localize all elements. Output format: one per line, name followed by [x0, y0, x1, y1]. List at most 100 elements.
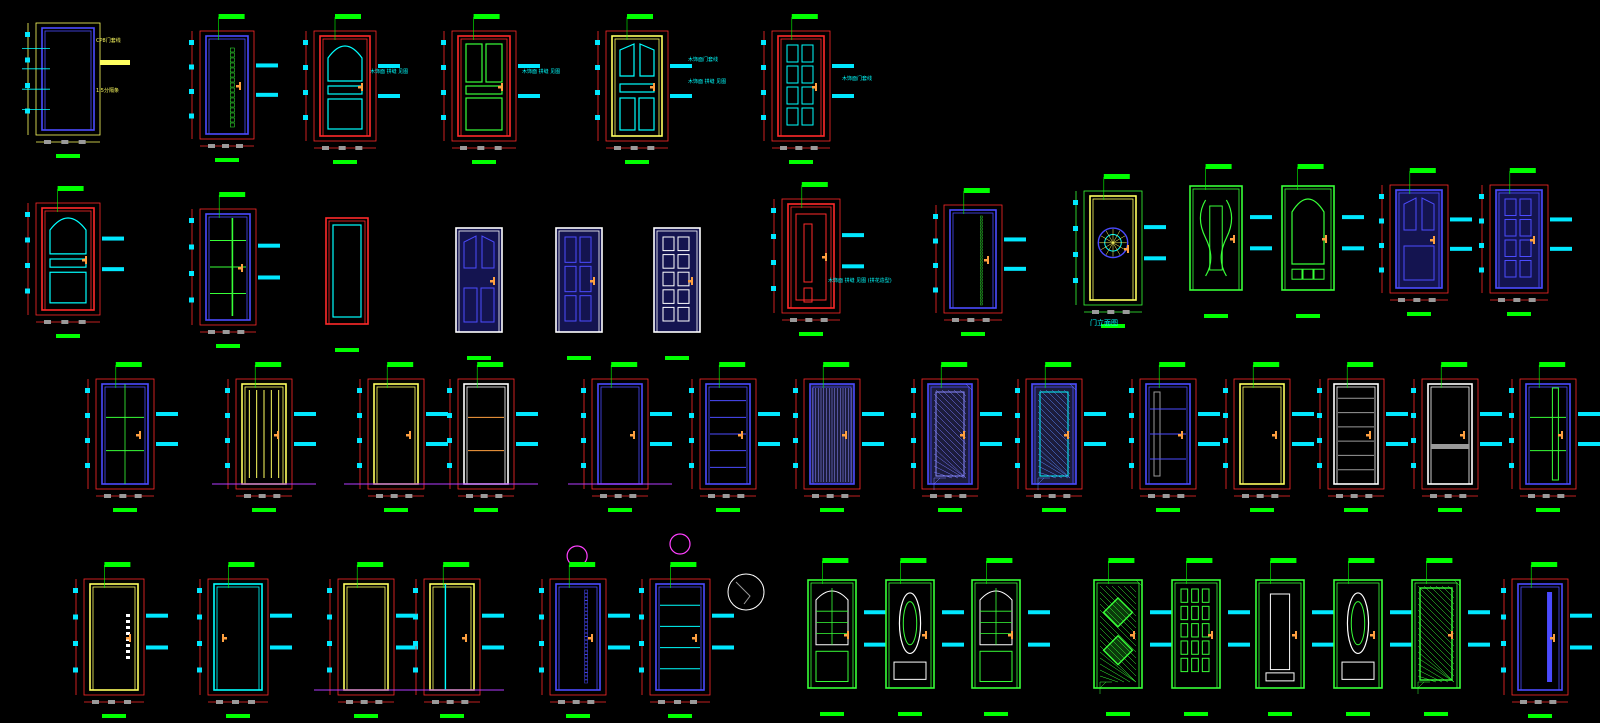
door-leaf	[208, 38, 246, 135]
side-tag	[516, 442, 538, 446]
stud-pattern	[980, 254, 983, 258]
stud-pattern	[980, 248, 983, 252]
leader-tag	[670, 562, 697, 567]
hatch-line	[1051, 389, 1071, 409]
leader-tag	[1297, 164, 1324, 169]
dimension-tick	[73, 667, 78, 673]
leader-tag	[611, 362, 638, 367]
outer-dimension-frame	[1519, 378, 1577, 490]
dimension-tick	[25, 288, 30, 294]
door-r3-05	[568, 362, 672, 512]
dimension-tick	[1430, 494, 1437, 498]
title-tag	[898, 712, 922, 716]
door-panel	[1191, 640, 1199, 655]
hatch-line	[1447, 585, 1455, 593]
door-handle	[1460, 434, 1465, 437]
door-panel	[786, 44, 799, 63]
dimension-tick	[78, 320, 86, 324]
door-leaf	[322, 38, 368, 137]
door-handle	[1211, 631, 1213, 639]
oval-glass	[1346, 592, 1370, 655]
side-tag	[1228, 642, 1250, 647]
dimension-tick	[793, 413, 798, 418]
outer-dimension-frame	[943, 204, 1003, 314]
stud-pattern	[980, 299, 983, 303]
door-r3-09	[1015, 362, 1106, 512]
dimension-tick	[761, 115, 766, 120]
medallion-spoke	[1105, 242, 1114, 255]
dimension-tick	[1317, 438, 1322, 443]
door-handle	[1448, 634, 1453, 637]
dimension-tick	[225, 388, 230, 393]
door-panel	[979, 650, 1013, 683]
dimension-tick	[639, 667, 644, 673]
dimension-tick	[933, 263, 938, 268]
hatch-line	[1123, 585, 1137, 599]
stud-pattern	[980, 302, 983, 306]
title-tag	[226, 714, 250, 718]
dimension-tick	[390, 494, 398, 498]
dimension-tick	[1223, 438, 1228, 443]
side-tag	[482, 613, 504, 618]
side-tag	[1570, 613, 1592, 618]
title-tag	[1438, 508, 1462, 512]
dimension-tick	[689, 413, 694, 418]
stud-pattern	[584, 632, 588, 637]
dimension-tick	[357, 463, 362, 468]
stud-pattern	[584, 668, 588, 673]
hatch-line	[1037, 453, 1071, 479]
door-handle	[695, 634, 697, 642]
title-tag	[384, 508, 408, 512]
door-panel	[638, 97, 655, 131]
door-handle	[984, 259, 989, 262]
door-r4-01	[73, 562, 168, 718]
side-tag	[258, 275, 280, 280]
title-tag	[566, 714, 590, 718]
side-tag	[670, 64, 692, 68]
hatch-line	[933, 453, 967, 479]
door-panel	[564, 265, 577, 293]
dimension-tick	[722, 494, 730, 498]
door-r3-07	[793, 362, 884, 512]
dimension-tick	[460, 146, 467, 150]
door-handle	[222, 634, 224, 642]
stud-pattern	[584, 647, 588, 651]
stud-pattern	[230, 77, 235, 83]
hatch-line	[1099, 615, 1137, 653]
door-leaf	[1242, 386, 1282, 485]
side-tag	[1292, 442, 1314, 446]
hatch-line	[1037, 477, 1045, 485]
hatch-line	[1417, 609, 1455, 647]
door-panel	[1191, 605, 1199, 621]
door-panel	[1291, 268, 1303, 280]
door-panel	[465, 43, 483, 83]
leader-tag	[1539, 362, 1566, 367]
outer-dimension-frame	[199, 208, 257, 326]
dimension-tick	[911, 388, 916, 393]
door-frame	[463, 383, 509, 485]
door-r3-12	[1317, 362, 1408, 512]
door-leaf	[44, 210, 92, 311]
title-tag	[1344, 508, 1368, 512]
door-panel	[801, 107, 814, 126]
door-handle	[129, 634, 131, 642]
door-r4-12	[1255, 558, 1334, 716]
dimension-tick	[447, 413, 452, 418]
outer-dimension-frame	[649, 578, 711, 696]
door-leaf-fill	[654, 228, 700, 332]
leader-tag	[1426, 558, 1453, 563]
hatch-line	[1417, 651, 1455, 683]
dimension-tick	[1129, 438, 1134, 443]
door-panel	[1201, 657, 1210, 673]
dimension-tick	[405, 494, 413, 498]
door-frame	[1333, 383, 1379, 485]
hatch-line	[1423, 585, 1455, 617]
dimension-tick	[1073, 200, 1078, 205]
side-tag	[1550, 246, 1572, 251]
stud-pattern	[230, 122, 235, 128]
door-r3-13	[1411, 362, 1502, 512]
dimension-tick	[812, 494, 819, 498]
dimension-tick	[189, 218, 194, 223]
outer-dimension-frame	[1489, 184, 1549, 294]
door-leaf	[1414, 582, 1458, 689]
